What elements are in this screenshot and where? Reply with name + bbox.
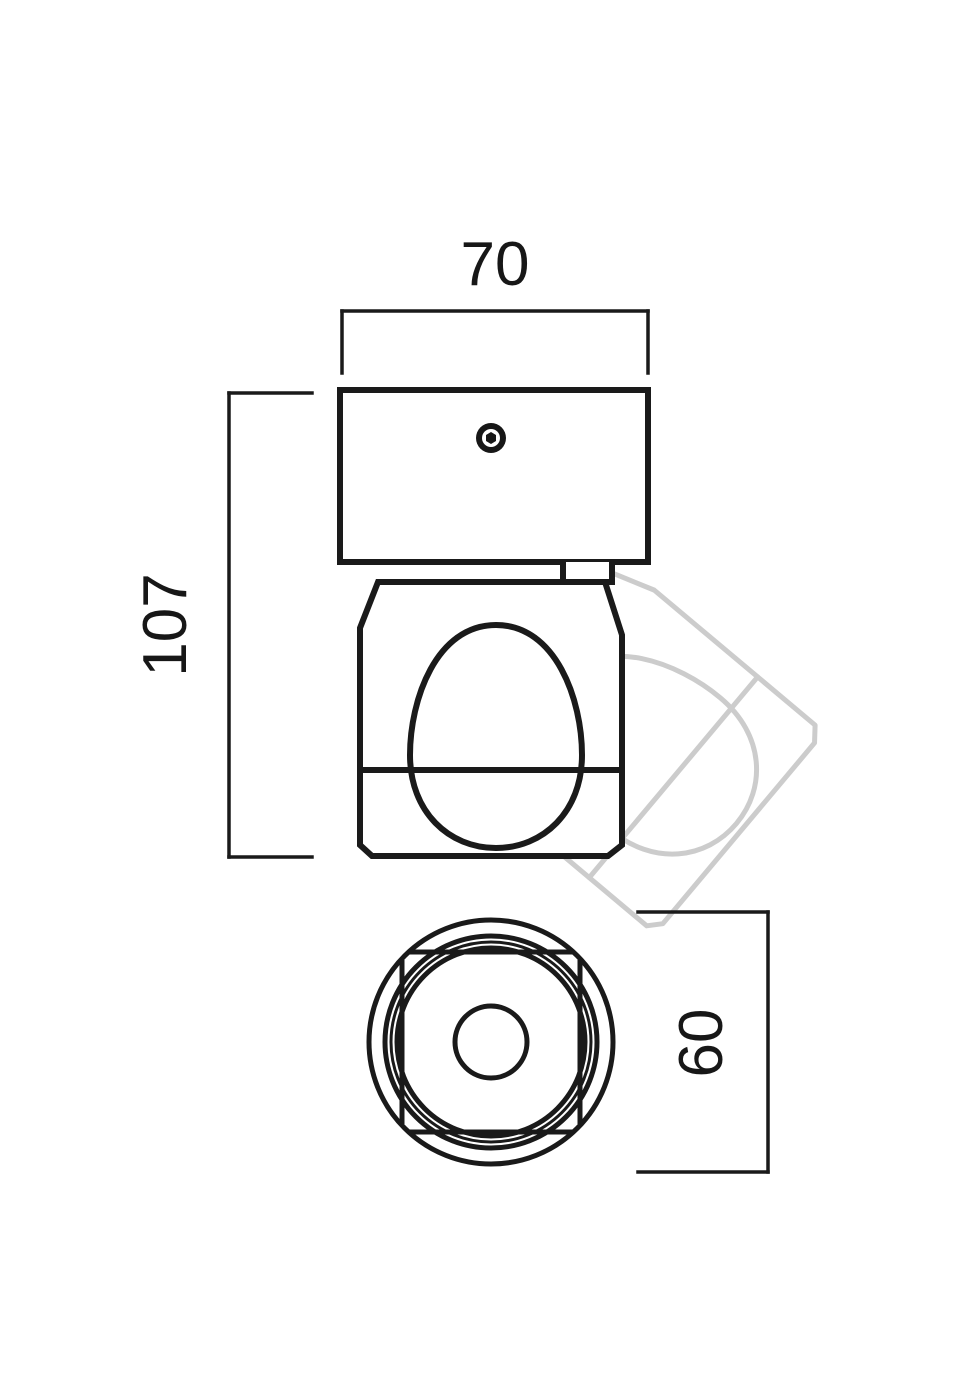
dimension-60-label: 60 <box>667 1009 736 1078</box>
dimension-70-label: 70 <box>461 230 530 299</box>
grub-screw-icon <box>476 423 506 453</box>
reflector-ring-inner <box>394 945 588 1139</box>
lens-center-circle <box>452 1003 530 1081</box>
spot-head <box>357 579 625 859</box>
reflector-outline <box>406 621 586 852</box>
reflector-ring-mid <box>389 940 593 1144</box>
outer-body-circle <box>366 917 616 1167</box>
dimension-60 <box>636 910 770 1174</box>
mounting-base-box <box>337 387 651 565</box>
dimension-107-label: 107 <box>131 573 200 676</box>
reflector-ring-outer <box>382 933 600 1151</box>
body-square-chords <box>399 949 583 1135</box>
plan-view <box>366 917 616 1167</box>
dimension-107 <box>227 391 314 859</box>
dimension-70 <box>340 309 650 375</box>
